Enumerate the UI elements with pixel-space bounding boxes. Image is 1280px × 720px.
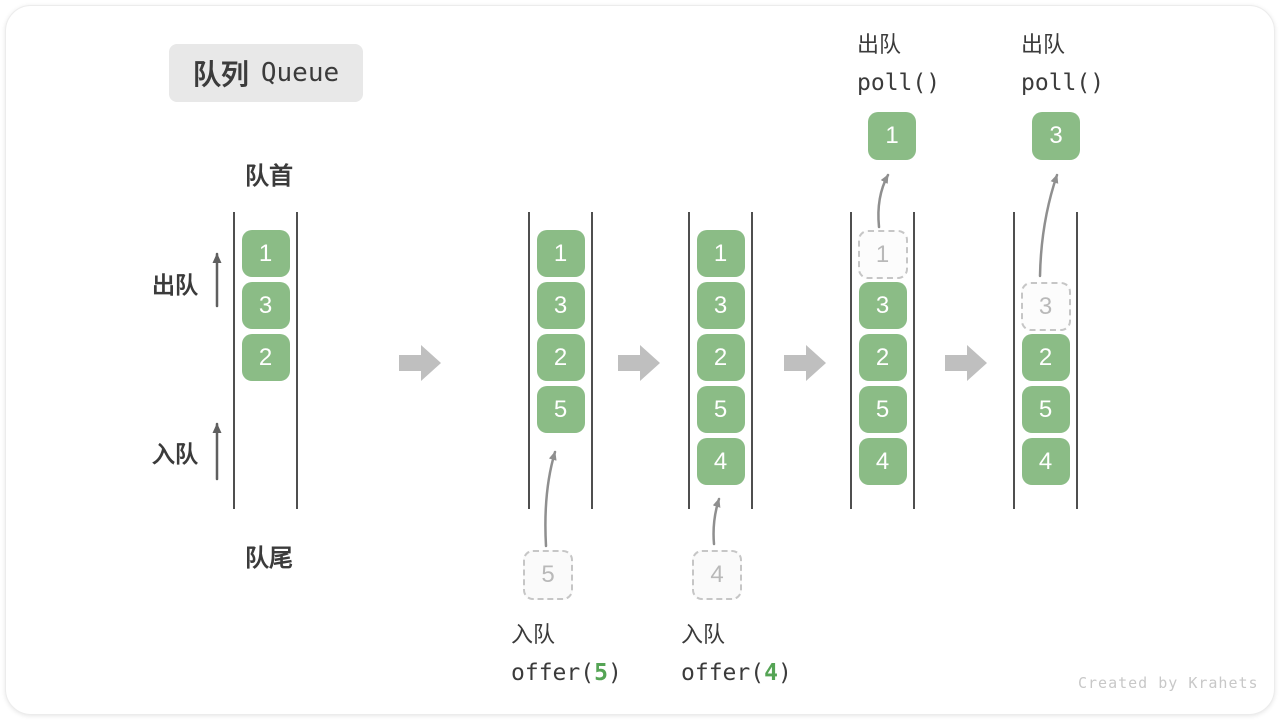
diagram-card xyxy=(5,5,1275,715)
offer-operation-label-1: 入队 offer(5) xyxy=(511,617,622,686)
queue-state-1: 1 3 2 xyxy=(233,212,298,509)
queue-item: 1 xyxy=(241,230,290,277)
incoming-item-ghost: 5 xyxy=(523,550,573,600)
offer-operation-label-2: 入队 offer(4) xyxy=(681,617,792,686)
poll-operation-label-2: 出队 poll() xyxy=(1021,27,1104,96)
op-code: offer(5) xyxy=(511,660,622,686)
title-zh: 队列 xyxy=(192,59,249,90)
op-zh: 入队 xyxy=(511,622,556,647)
op-code: offer(4) xyxy=(681,660,792,686)
queue-front-label: 队首 xyxy=(245,163,293,190)
watermark: Created by Krahets xyxy=(1078,674,1259,692)
queue-state-5: 3 2 5 4 xyxy=(1013,212,1078,509)
queue-item: 2 xyxy=(696,334,745,381)
op-zh: 出队 xyxy=(1021,32,1066,57)
queue-item: 1 xyxy=(696,230,745,277)
queue-item: 1 xyxy=(536,230,585,277)
queue-item: 5 xyxy=(858,386,907,433)
queue-item: 2 xyxy=(241,334,290,381)
poll-operation-label-1: 出队 poll() xyxy=(857,27,940,96)
queue-item: 2 xyxy=(858,334,907,381)
queue-item-ghost: 3 xyxy=(1020,282,1071,331)
queue-item: 5 xyxy=(536,386,585,433)
queue-item: 4 xyxy=(696,438,745,485)
queue-item: 2 xyxy=(1021,334,1070,381)
queue-item: 5 xyxy=(1021,386,1070,433)
queue-item: 3 xyxy=(696,282,745,329)
queue-item: 4 xyxy=(1021,438,1070,485)
dequeue-side-label: 出队 xyxy=(152,272,198,298)
op-zh: 出队 xyxy=(857,32,902,57)
incoming-item-ghost: 4 xyxy=(692,550,742,600)
op-code: poll() xyxy=(857,70,941,96)
title-badge: 队列 Queue xyxy=(169,44,363,102)
queue-rear-label: 队尾 xyxy=(245,545,293,572)
op-zh: 入队 xyxy=(681,622,726,647)
queue-item: 2 xyxy=(536,334,585,381)
queue-item: 3 xyxy=(858,282,907,329)
queue-item: 3 xyxy=(536,282,585,329)
queue-item: 4 xyxy=(858,438,907,485)
op-code: poll() xyxy=(1021,70,1105,96)
enqueue-side-label: 入队 xyxy=(152,441,198,467)
queue-item: 5 xyxy=(696,386,745,433)
queue-item-ghost: 1 xyxy=(857,230,908,279)
queue-state-4: 1 3 2 5 4 xyxy=(850,212,915,509)
queue-item: 3 xyxy=(241,282,290,329)
op-arg: 5 xyxy=(594,660,608,686)
polled-item: 3 xyxy=(1032,112,1080,160)
polled-item: 1 xyxy=(868,112,916,160)
queue-state-2: 1 3 2 5 xyxy=(528,212,593,509)
queue-state-3: 1 3 2 5 4 xyxy=(688,212,753,509)
title-en: Queue xyxy=(260,58,340,88)
op-arg: 4 xyxy=(764,660,778,686)
